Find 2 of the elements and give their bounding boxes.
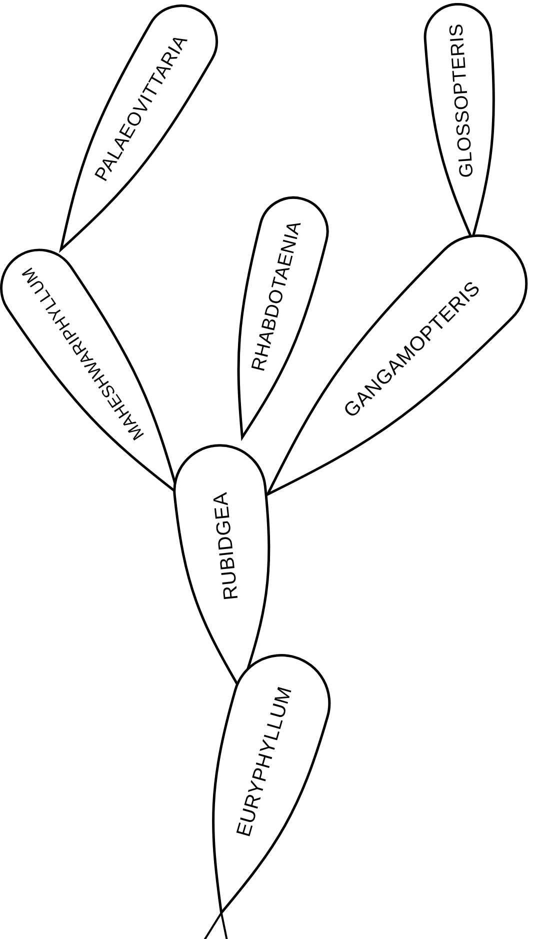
- taxon-label: GLOSSOPTERIS: [444, 22, 479, 179]
- taxon-label: RUBIDGEA: [208, 490, 244, 602]
